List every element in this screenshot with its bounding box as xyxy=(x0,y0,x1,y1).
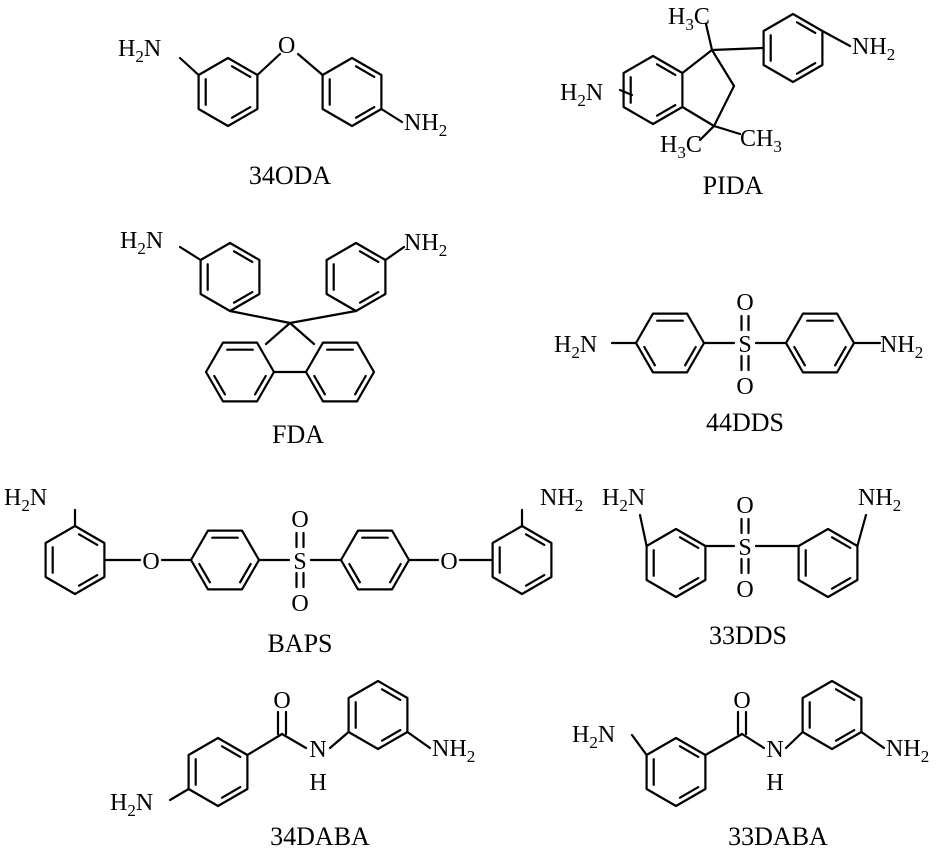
sulfonyl-oxygen: O xyxy=(736,290,753,316)
molecule-34daba: O N H H2N NH2 34DABA xyxy=(110,679,475,851)
benzene-ring xyxy=(44,524,106,596)
compound-label-baps: BAPS xyxy=(267,629,332,658)
sulfonyl-oxygen: O xyxy=(736,374,753,400)
amide-hydrogen: H xyxy=(766,770,783,796)
benzene-ring xyxy=(325,241,387,313)
molecule-33daba: O N H H2N NH2 33DABA xyxy=(572,679,929,851)
ether-oxygen: O xyxy=(278,33,295,59)
amine-group: H2N xyxy=(602,485,645,515)
molecule-33dds: S O O H2N NH2 33DDS xyxy=(602,485,901,650)
amine-group: H2N xyxy=(572,722,615,752)
amine-group: H2N xyxy=(554,332,597,362)
amine-group: NH2 xyxy=(404,230,447,260)
benzene-ring xyxy=(339,529,411,591)
sulfonyl-oxygen: O xyxy=(291,507,308,533)
compound-label-34oda: 34ODA xyxy=(249,161,332,190)
benzene-ring xyxy=(797,527,859,599)
benzene-ring xyxy=(204,341,276,403)
molecule-44dds: S O O H2N NH2 44DDS xyxy=(554,290,923,437)
benzene-ring xyxy=(199,241,261,313)
benzene-ring xyxy=(784,312,856,374)
benzene-ring xyxy=(645,527,707,599)
compound-label-44dds: 44DDS xyxy=(706,408,784,437)
benzene-ring xyxy=(321,56,383,128)
sulfur-atom: S xyxy=(293,549,306,575)
molecule-pida: H3C NH2 H2N H3C CH3 PIDA xyxy=(560,4,895,200)
compound-label-34daba: 34DABA xyxy=(270,822,370,851)
benzene-ring xyxy=(187,736,249,808)
sulfur-atom: S xyxy=(738,332,751,358)
amide-hydrogen: H xyxy=(309,770,326,796)
benzene-ring xyxy=(189,529,261,591)
benzene-ring xyxy=(347,679,409,751)
compound-label-pida: PIDA xyxy=(703,171,764,200)
benzene-ring xyxy=(634,312,706,374)
benzene-ring xyxy=(801,679,863,751)
amine-group: NH2 xyxy=(432,736,475,766)
ether-oxygen: O xyxy=(440,549,457,575)
amine-group: NH2 xyxy=(880,332,923,362)
amine-group: NH2 xyxy=(858,485,901,515)
benzene-ring xyxy=(491,524,553,596)
benzene-ring xyxy=(622,54,684,126)
amine-group: NH2 xyxy=(852,34,895,64)
amine-group: NH2 xyxy=(540,485,583,515)
benzene-ring xyxy=(645,736,707,808)
benzene-ring xyxy=(197,56,259,128)
carbonyl-oxygen: O xyxy=(273,688,290,714)
methyl-group: H3C xyxy=(660,132,702,162)
sulfonyl-oxygen: O xyxy=(736,577,753,603)
amine-group: NH2 xyxy=(404,110,447,140)
benzene-ring xyxy=(762,12,824,84)
amine-group: NH2 xyxy=(886,736,929,766)
sulfur-atom: S xyxy=(738,535,751,561)
methyl-group: H3C xyxy=(668,4,710,34)
benzene-ring xyxy=(304,341,376,403)
amine-group: H2N xyxy=(4,485,47,515)
molecule-fda: H2N NH2 FDA xyxy=(120,228,447,449)
amide-nitrogen: N xyxy=(309,737,326,763)
ether-oxygen: O xyxy=(142,549,159,575)
sulfonyl-oxygen: O xyxy=(291,591,308,617)
amine-group: H2N xyxy=(110,790,153,820)
carbonyl-oxygen: O xyxy=(733,688,750,714)
amine-group: H2N xyxy=(120,228,163,258)
compound-label-33daba: 33DABA xyxy=(728,822,828,851)
compound-label-fda: FDA xyxy=(272,420,324,449)
molecule-baps: S O O O O H2N NH2 BAPS xyxy=(4,485,583,658)
methyl-group: CH3 xyxy=(740,126,782,156)
amine-group: H2N xyxy=(118,36,161,66)
sulfonyl-oxygen: O xyxy=(736,493,753,519)
amine-group: H2N xyxy=(560,80,603,110)
amide-nitrogen: N xyxy=(766,737,783,763)
compound-label-33dds: 33DDS xyxy=(709,621,787,650)
molecule-34oda: H2N O NH2 34ODA xyxy=(118,33,447,190)
